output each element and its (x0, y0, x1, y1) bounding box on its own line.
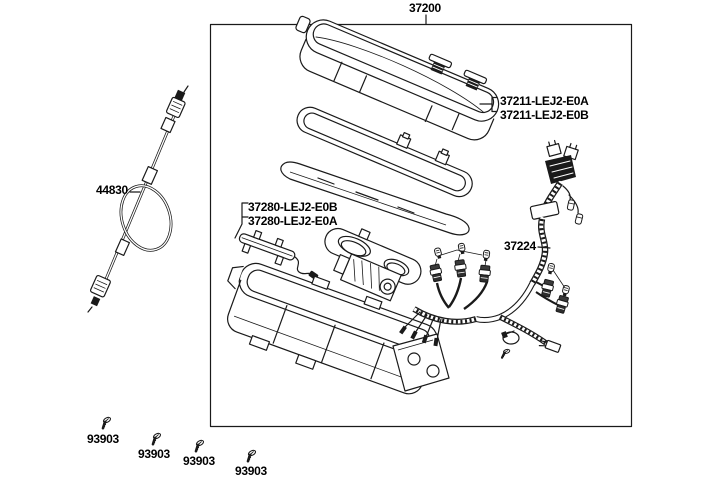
part-label-screw-1: 93903 (87, 432, 119, 446)
part-label-cover-a: 37211-LEJ2-E0A (500, 94, 589, 108)
lower-case-drawing (227, 262, 450, 395)
part-label-screw-4: 93903 (235, 464, 267, 478)
part-label-cover-b: 37211-LEJ2-E0B (500, 108, 589, 122)
screw-icon (193, 437, 206, 453)
part-label-assembly: 37200 (409, 1, 441, 15)
screw-icon (150, 430, 163, 446)
leader-37224 (537, 246, 551, 249)
cover-clip-2 (463, 69, 488, 91)
wire-harness-drawing (399, 139, 584, 361)
diagram-frame (209, 23, 633, 428)
meter-unit-drawing (324, 227, 422, 302)
label-bracket-37211 (479, 96, 498, 113)
screw-icon (100, 414, 113, 430)
label-bracket-37280 (234, 202, 249, 239)
part-label-bracket-b: 37280-LEJ2-E0B (248, 200, 338, 214)
bracket-37280-drawing (238, 229, 324, 285)
part-label-screw-2: 93903 (138, 447, 170, 461)
speedometer-cable-drawing (87, 85, 189, 313)
part-label-bracket-a: 37280-LEJ2-E0A (248, 214, 338, 228)
gasket-layer-drawing (296, 106, 473, 198)
part-label-harness: 37224 (504, 239, 536, 253)
upper-cover-drawing (295, 15, 500, 141)
cover-clip-1 (428, 53, 453, 75)
screw-icon (245, 447, 258, 463)
part-label-screw-3: 93903 (183, 454, 215, 468)
dial-panel-drawing (280, 161, 470, 236)
part-label-cable: 44830 (96, 183, 128, 197)
